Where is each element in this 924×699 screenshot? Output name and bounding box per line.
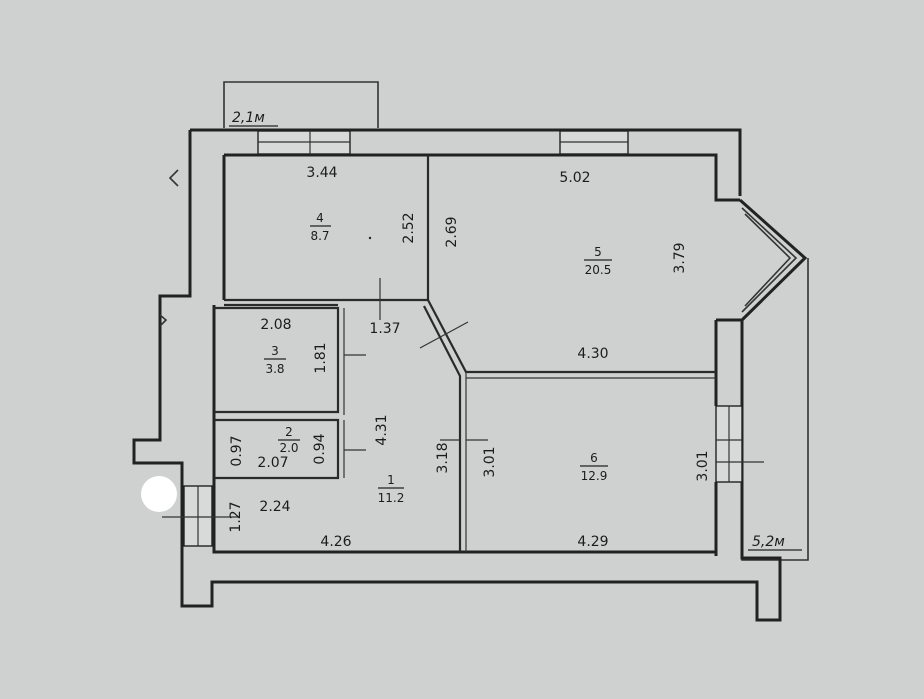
room-3-label: 3 3.8 — [264, 344, 286, 376]
dim-hall-width: 2.24 — [259, 499, 290, 515]
room-4-dot — [368, 236, 372, 240]
dim-room5-height-right: 3.79 — [672, 242, 688, 273]
room-2-area: 2.0 — [279, 441, 298, 455]
dim-room5-height-left: 2.69 — [444, 216, 460, 247]
room-5-label: 5 20.5 — [584, 245, 612, 277]
dim-hall-height: 1.27 — [228, 501, 244, 532]
marker-dot — [141, 476, 177, 512]
room-1-area: 11.2 — [378, 491, 405, 505]
dim-room1-height: 3.18 — [435, 442, 451, 473]
room-6-label: 6 12.9 — [580, 451, 608, 483]
room-2-label: 2 2.0 — [278, 425, 300, 455]
room-3-area: 3.8 — [265, 362, 284, 376]
room-1-label: 1 11.2 — [378, 473, 405, 505]
room-labels: 4 8.7 5 20.5 3 3.8 2 2.0 1 11.2 6 12.9 — [264, 211, 612, 505]
interior-walls — [162, 155, 764, 552]
dim-room6-bottom: 4.29 — [577, 534, 608, 550]
dim-room5-bottom: 4.30 — [577, 346, 608, 362]
room-6-number: 6 — [590, 451, 598, 465]
room-4-number: 4 — [316, 211, 324, 225]
room-2-number: 2 — [285, 425, 293, 439]
dimension-labels: 3.44 2.52 2.69 5.02 3.79 4.30 2.08 1.81 … — [228, 165, 711, 550]
room-4-label: 4 8.7 — [310, 211, 331, 243]
exterior-walls — [132, 128, 782, 622]
dim-room3-height: 1.81 — [313, 342, 329, 373]
dim-room5-width: 5.02 — [559, 170, 590, 186]
balcony-top-label: 2,1м — [232, 110, 265, 126]
balcony-right: 5,2м — [741, 258, 809, 561]
dim-corridor-length: 4.31 — [374, 414, 390, 445]
room-3-number: 3 — [271, 344, 279, 358]
dim-corridor-width: 1.37 — [369, 321, 400, 337]
windows — [183, 130, 743, 547]
dim-room1-bottom: 4.26 — [320, 534, 351, 550]
dim-room3-width: 2.08 — [260, 317, 291, 333]
dim-room2-height-right: 0.94 — [312, 433, 328, 464]
room-5-area: 20.5 — [585, 263, 612, 277]
dim-room6-height-right: 3.01 — [695, 450, 711, 481]
room-4-area: 8.7 — [310, 229, 329, 243]
bay-window — [739, 198, 808, 322]
balcony-top: 2,1м — [223, 81, 379, 128]
dim-room6-height-left: 3.01 — [482, 446, 498, 477]
room-6-area: 12.9 — [581, 469, 608, 483]
dim-room2-height-left: 0.97 — [229, 435, 245, 466]
balcony-right-label: 5,2м — [752, 534, 785, 550]
room-5-number: 5 — [594, 245, 602, 259]
room-1-number: 1 — [387, 473, 395, 487]
dim-room2-width: 2.07 — [257, 455, 288, 471]
dim-room4-width: 3.44 — [306, 165, 337, 181]
dim-room4-height: 2.52 — [401, 212, 417, 243]
